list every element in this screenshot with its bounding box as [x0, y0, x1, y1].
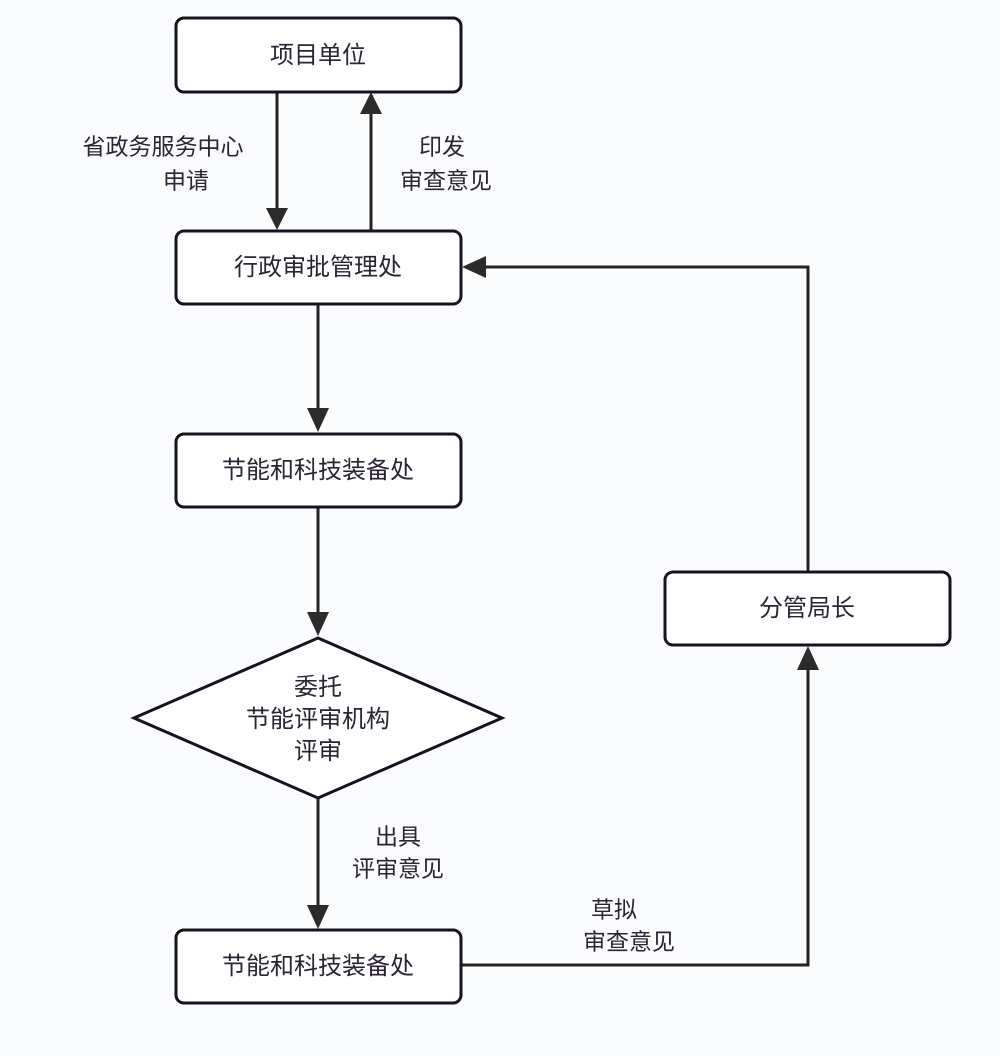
node-label: 分管局长 [759, 594, 855, 622]
node-label-line-1: 委托 [294, 673, 342, 701]
arrow-left-icon [462, 256, 486, 278]
node-box [663, 570, 952, 647]
node-energy-tech-2[interactable]: 节能和科技装备处 [174, 928, 463, 1005]
edge-apply: 省政务服务中心 申请 [83, 93, 288, 230]
edge-issue-label-2: 审查意见 [400, 169, 492, 195]
arrow-up-icon [360, 92, 382, 114]
edge-apply-label-1: 省政务服务中心 [83, 135, 244, 161]
edge-review-result-label-2: 评审意见 [352, 857, 444, 883]
node-label: 节能和科技装备处 [222, 952, 414, 980]
edge-draft-label-2: 审查意见 [583, 930, 675, 956]
arrow-down-icon [307, 408, 329, 432]
node-deputy-director[interactable]: 分管局长 [663, 570, 952, 647]
arrow-down-icon [266, 208, 288, 230]
node-review-decision[interactable]: 委托 节能评审机构 评审 [130, 636, 506, 800]
edge-back-to-admin-line [484, 265, 810, 572]
edge-draft: 草拟 审查意见 [461, 646, 819, 967]
edge-back-to-admin [462, 256, 810, 572]
node-box [174, 928, 463, 1005]
node-admin-approval[interactable]: 行政审批管理处 [174, 229, 463, 306]
node-box [174, 229, 463, 306]
edge-to-energy-tech [307, 304, 329, 432]
edge-review-result: 出具 评审意见 [307, 798, 444, 929]
edge-apply-label-2: 申请 [163, 169, 209, 195]
node-label-line-3: 评审 [294, 737, 342, 765]
node-box [174, 432, 463, 509]
edge-issue: 印发 审查意见 [360, 92, 492, 230]
node-box [174, 16, 463, 94]
node-label-line-2: 节能评审机构 [246, 705, 390, 733]
edge-issue-label-1: 印发 [419, 135, 465, 161]
node-project-unit[interactable]: 项目单位 [174, 16, 463, 94]
node-label: 节能和科技装备处 [222, 456, 414, 484]
node-energy-tech-1[interactable]: 节能和科技装备处 [174, 432, 463, 509]
edge-review-result-label-1: 出具 [375, 825, 421, 851]
arrow-down-icon [307, 905, 329, 929]
edge-draft-label-1: 草拟 [591, 898, 637, 924]
edge-draft-line [461, 668, 810, 967]
node-diamond-shape [130, 636, 506, 800]
arrow-up-icon [797, 646, 819, 670]
edge-to-review [307, 507, 329, 636]
node-label: 行政审批管理处 [234, 253, 402, 281]
node-label: 项目单位 [270, 41, 366, 69]
arrow-down-icon [307, 612, 329, 636]
